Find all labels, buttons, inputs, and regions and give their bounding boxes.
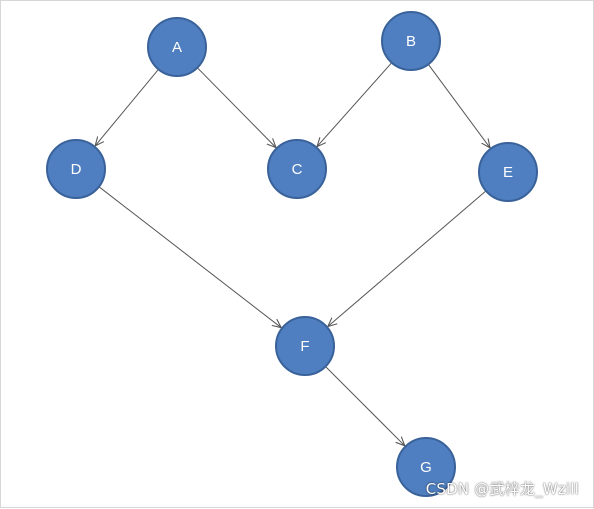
node-circle (396, 437, 456, 497)
edge-f-to-g (325, 366, 405, 446)
watermark-text: CSDN @武梓龙_Wzill (425, 480, 579, 498)
edge-a-to-c (196, 67, 276, 148)
edge-b-to-e (427, 64, 490, 148)
node-label: D (71, 161, 82, 178)
node-circle (381, 11, 441, 71)
node-label: B (406, 33, 416, 50)
node-circle (275, 316, 335, 376)
node-circle (478, 142, 538, 202)
node-f: F (275, 316, 335, 376)
nodes: A B C D E F G (46, 11, 538, 497)
edge-a-to-d (95, 68, 159, 146)
node-d: D (46, 139, 106, 199)
node-e: E (478, 142, 538, 202)
edge-d-to-f (98, 186, 281, 328)
node-label: A (172, 39, 182, 56)
node-g: G (396, 437, 456, 497)
node-circle (147, 17, 207, 77)
node-circle (267, 139, 327, 199)
node-circle (46, 139, 106, 199)
node-a: A (147, 17, 207, 77)
node-label: G (420, 459, 432, 476)
node-c: C (267, 139, 327, 199)
node-b: B (381, 11, 441, 71)
edge-b-to-c (317, 62, 393, 147)
node-label: C (292, 161, 303, 178)
edge-e-to-f (328, 190, 487, 327)
node-label: F (300, 338, 309, 355)
node-label: E (503, 164, 513, 181)
edges (95, 62, 490, 446)
